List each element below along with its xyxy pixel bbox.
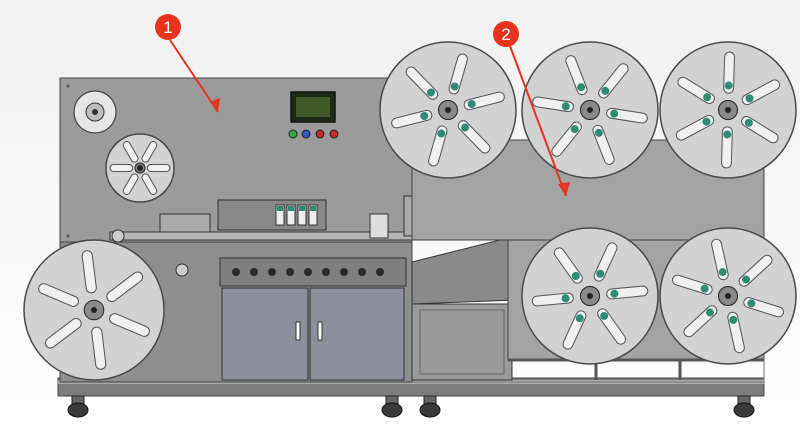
reel-icon [105,133,175,203]
stop-button-icon [329,129,339,139]
caster-wheel-icon [733,395,755,418]
lower-cabinet [219,257,407,381]
green-button-icon [288,129,298,139]
reel-group [23,41,797,381]
caster-wheel-icon [419,395,441,418]
arrowhead-icon [210,98,220,112]
numbered-callout-icon [155,14,181,40]
reel-icon [659,41,797,179]
caster-wheels [67,395,755,418]
caster-wheel-icon [381,395,403,418]
control-panel [288,91,339,139]
numbered-callout-icon [493,21,519,47]
arrowhead-icon [558,182,570,196]
reel-icon [23,239,165,381]
callout-2-group: 2 [493,21,570,197]
callout-2-label: 2 [501,25,510,44]
arrow-icon [169,39,219,113]
red-button-icon [315,129,325,139]
reel-icon [521,41,659,179]
chute [411,235,517,381]
arrow-icon [509,45,567,197]
callout-1-label: 1 [163,18,172,37]
blue-button-icon [301,129,311,139]
label-roll [73,90,117,134]
reel-icon [659,227,797,365]
callout-1-group: 1 [155,14,220,113]
reel-icon [379,41,517,179]
reel-icon [521,227,659,365]
caster-wheel-icon [67,395,89,418]
